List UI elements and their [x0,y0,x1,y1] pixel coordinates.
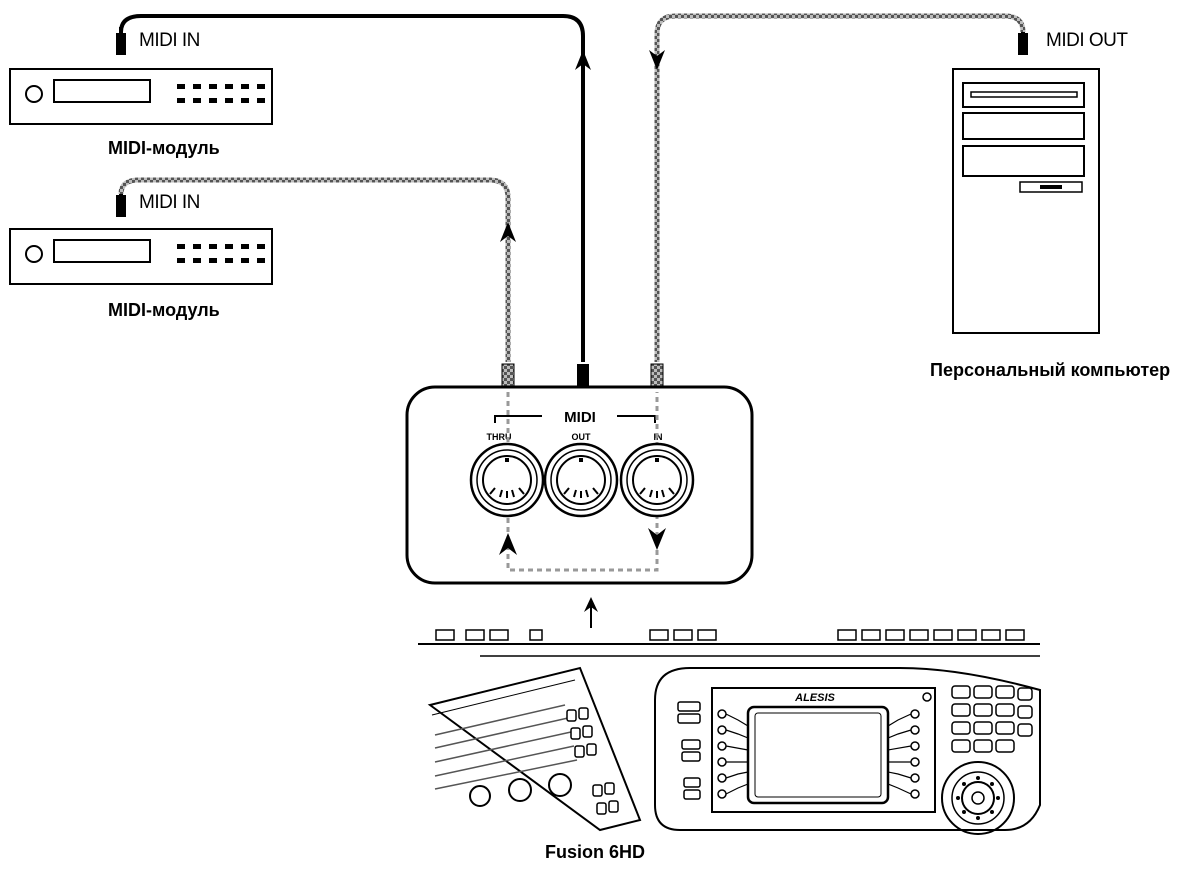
pc-midi-out-label: MIDI OUT [1046,30,1128,51]
din-port-in [619,442,695,518]
module1-midi-in-label: MIDI IN [139,30,200,51]
midi-group-label: MIDI [564,409,596,426]
arrow-keyboard-to-panel [584,597,598,628]
personal-computer-icon [952,68,1100,334]
din-port-out [543,442,619,518]
midi-module-2 [9,228,273,285]
alesis-logo: ALESIS [794,692,835,704]
arrow-up-out-cable [575,50,591,70]
cable-out-to-module-1 [119,14,585,362]
module2-caption: MIDI-модуль [108,300,220,320]
arrow-up-thru-internal [499,533,517,555]
midi-interface-panel: MIDI THRU OUT IN [405,385,754,585]
arrow-down-in-cable [649,50,665,70]
midi-module-1 [9,68,273,125]
port-label-out: OUT [572,432,592,442]
cable-thru-to-module-2 [118,177,511,362]
arrow-down-in-internal [648,528,666,550]
pc-caption: Персональный компьютер [930,360,1171,380]
arrow-up-thru-cable [500,222,516,242]
module2-midi-in-label: MIDI IN [139,192,200,213]
keyboard-caption: Fusion 6HD [545,842,646,862]
cable-pc-to-in [654,13,1026,362]
port-label-thru: THRU [487,432,512,442]
fusion-6hd-keyboard: ALESIS [418,629,1041,835]
din-port-thru [469,442,545,518]
module1-caption: MIDI-модуль [108,138,220,158]
